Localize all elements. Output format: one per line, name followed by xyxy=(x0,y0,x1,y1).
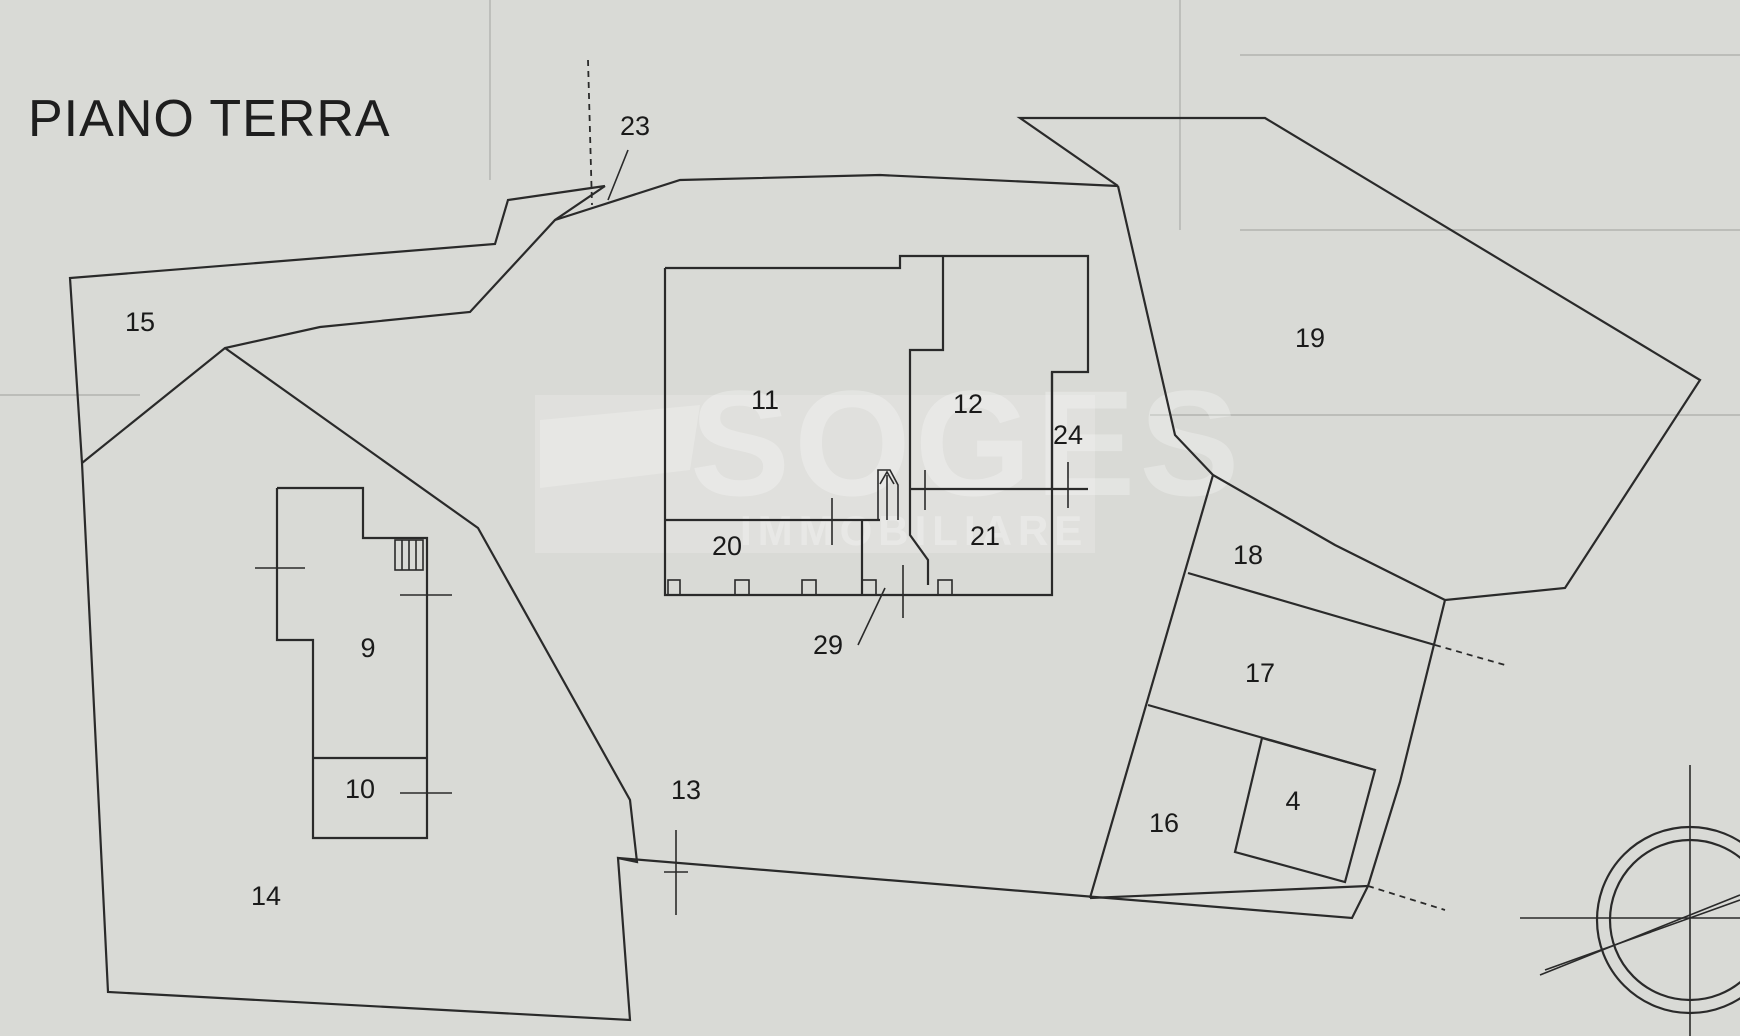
label-20: 20 xyxy=(712,531,742,561)
annex-building xyxy=(255,486,452,840)
label-17: 17 xyxy=(1245,658,1275,688)
page-title: PIANO TERRA xyxy=(28,90,391,148)
label-23: 23 xyxy=(620,111,650,141)
main-building xyxy=(663,254,1090,646)
label-15: 15 xyxy=(125,307,155,337)
label-11: 11 xyxy=(751,385,779,415)
entry-marker-13 xyxy=(664,830,688,915)
room-labels: 15 23 11 12 24 19 20 21 18 29 9 17 10 13… xyxy=(125,111,1325,911)
watermark-subtext: IMMOBILIARE xyxy=(740,507,1088,554)
label-10: 10 xyxy=(345,774,375,804)
label-9: 9 xyxy=(360,633,375,663)
watermark-text: SOGES xyxy=(690,359,1244,527)
label-13: 13 xyxy=(671,775,701,805)
label-16: 16 xyxy=(1149,808,1179,838)
label-19: 19 xyxy=(1295,323,1325,353)
watermark-logo: SOGES IMMOBILIARE xyxy=(535,359,1244,554)
label-18: 18 xyxy=(1233,540,1263,570)
label-29: 29 xyxy=(813,630,843,660)
parcel-outlines xyxy=(68,59,1702,1022)
label-12: 12 xyxy=(953,389,983,419)
label-21: 21 xyxy=(970,521,1000,551)
label-24: 24 xyxy=(1053,420,1083,450)
compass-icon xyxy=(1520,765,1740,1036)
label-4: 4 xyxy=(1285,786,1300,816)
label-14: 14 xyxy=(251,881,281,911)
background-bleed xyxy=(0,0,1740,416)
